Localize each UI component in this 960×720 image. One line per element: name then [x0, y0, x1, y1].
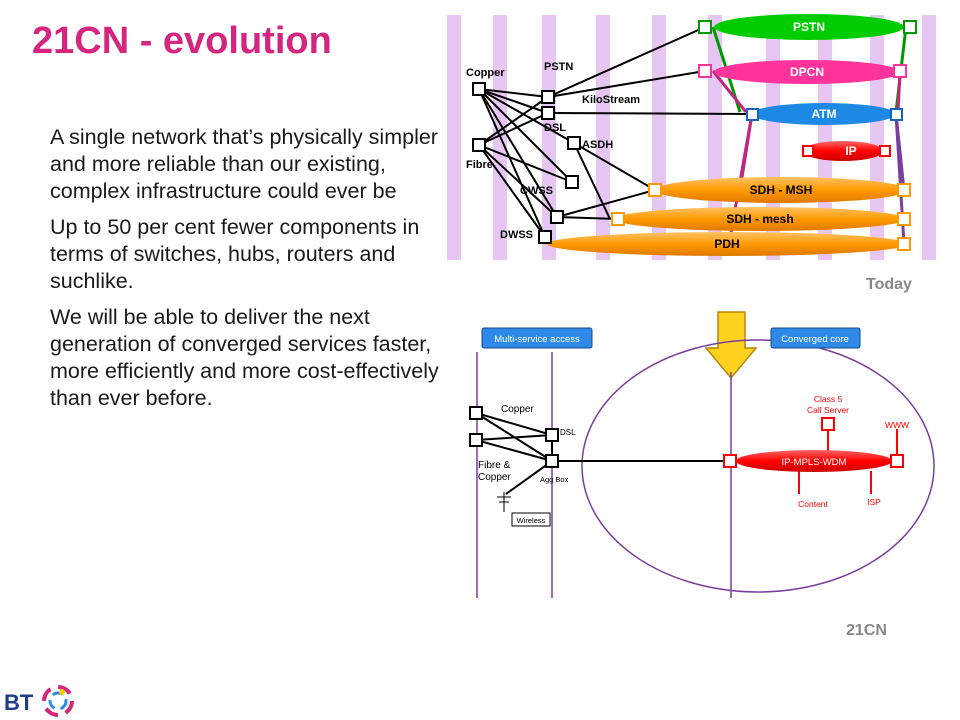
- access-nodes: [472, 82, 581, 244]
- atm-network-label: ATM: [811, 107, 836, 121]
- bullet-1: A single network that’s physically simpl…: [50, 125, 438, 203]
- fibre-copper-label-1: Fibre &: [478, 460, 511, 471]
- ip-mpls-wdm-band: [736, 450, 892, 472]
- asdh-label: ASDH: [582, 139, 613, 151]
- core-network-label: IP-MPLS-WDM: [782, 457, 847, 468]
- page-title: 21CN - evolution: [32, 20, 332, 62]
- bt-logo-text: BT: [4, 690, 34, 715]
- dsl-21cn-label: DSL: [560, 428, 576, 437]
- dsl-label: DSL: [544, 122, 566, 134]
- bullet-2: Up to 50 per cent fewer components in te…: [50, 215, 420, 293]
- pstn-access-label: PSTN: [544, 61, 573, 73]
- network-labels: PSTN DPCN ATM IP SDH - MSH SDH - mesh PD…: [714, 20, 856, 251]
- dwss-label: DWSS: [500, 229, 533, 241]
- dpcn-network-label: DPCN: [790, 65, 824, 79]
- access-links: [475, 412, 730, 495]
- access-21cn-labels: Copper DSL Fibre & Copper Agg Box: [478, 404, 576, 484]
- atm-band: [752, 103, 896, 125]
- class5-label-2: Call Server: [807, 405, 849, 415]
- 21cn-diagram: Multi-service access Converged core: [469, 327, 935, 598]
- content-label: Content: [798, 499, 828, 509]
- pstn-network-label: PSTN: [793, 20, 825, 34]
- pdh-band: [547, 232, 907, 256]
- core-service-labels: Class 5 Call Server WWW Content ISP: [798, 394, 909, 509]
- today-caption: Today: [866, 276, 912, 293]
- copper-label: Copper: [466, 67, 505, 79]
- core-box-label: Converged core: [781, 334, 849, 345]
- access-box-label: Multi-service access: [494, 334, 580, 345]
- antenna-icon: [497, 492, 511, 512]
- core-ellipse: [581, 339, 935, 593]
- dpcn-band: [714, 60, 900, 84]
- endpoint-squares: [611, 20, 917, 251]
- agg-box-label: Agg Box: [540, 475, 569, 484]
- cwss-label: CWSS: [520, 185, 553, 197]
- pstn-band: [714, 14, 904, 40]
- sdh-msh-network-label: SDH - MSH: [750, 183, 813, 197]
- 21cn-caption: 21CN: [846, 622, 887, 639]
- sdh-mesh-network-label: SDH - mesh: [726, 212, 793, 226]
- sdh-mesh-band: [615, 207, 905, 231]
- purple-lines: [476, 352, 732, 598]
- sdh-msh-band: [655, 177, 907, 203]
- core-box: Converged core: [770, 327, 861, 349]
- connection-lines: [478, 26, 753, 238]
- access-labels: Copper Fibre PSTN KiloStream DSL ASDH CW…: [466, 61, 640, 241]
- network-bands: [547, 14, 907, 256]
- evolution-arrow: [704, 311, 758, 380]
- core-squares: [723, 417, 904, 468]
- access-box: Multi-service access: [481, 327, 593, 349]
- access-21cn-nodes: [469, 406, 559, 468]
- ip-network-label: IP: [845, 144, 856, 158]
- isp-label: ISP: [867, 497, 881, 507]
- fibre-label: Fibre: [466, 159, 493, 171]
- kilostream-label: KiloStream: [582, 94, 640, 106]
- wireless-label: Wireless: [517, 516, 546, 525]
- bullet-list: A single network that’s physically simpl…: [50, 124, 450, 421]
- wireless-box: Wireless: [511, 512, 551, 527]
- copper-21cn-label: Copper: [501, 404, 534, 415]
- pdh-network-label: PDH: [714, 237, 739, 251]
- fibre-copper-label-2: Copper: [478, 472, 511, 483]
- class5-label-1: Class 5: [814, 394, 843, 404]
- www-label: WWW: [885, 420, 909, 430]
- today-diagram: PSTN DPCN ATM IP SDH - MSH SDH - mesh PD…: [447, 14, 936, 260]
- bt-logo: BT: [4, 685, 74, 717]
- bullet-3: We will be able to deliver the next gene…: [50, 305, 439, 410]
- ip-band: [803, 141, 883, 161]
